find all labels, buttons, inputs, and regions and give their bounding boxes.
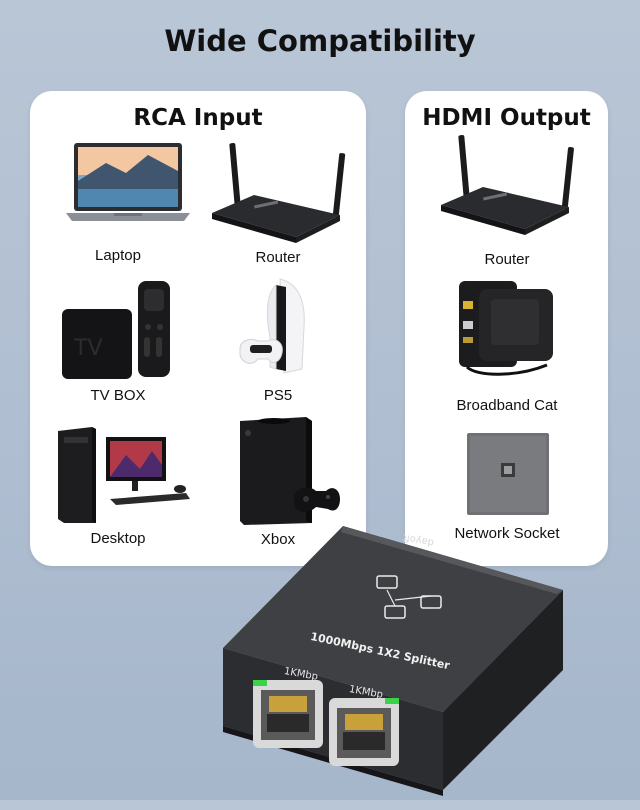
- router-label: Router: [255, 249, 301, 266]
- input-devices-panel: RCA Input Laptop Router TV: [30, 91, 366, 566]
- laptop-label: Laptop: [95, 247, 141, 264]
- tv-box-label: TV BOX: [90, 387, 146, 404]
- page-title: Wide Compatibility: [164, 24, 476, 58]
- ps5-console-icon: [236, 277, 326, 381]
- output-devices-panel: HDMI Output Router Broadband Cat: [405, 91, 608, 566]
- ethernet-splitter-device: [205, 520, 640, 810]
- laptop-icon: [66, 141, 190, 241]
- output-panel-title: HDMI Output: [422, 105, 591, 131]
- router-icon: [437, 133, 577, 237]
- tv-box-icon: TV: [60, 279, 176, 383]
- xbox-console-icon: [236, 415, 340, 527]
- router-icon: [208, 141, 348, 245]
- desktop-computer-icon: [56, 425, 190, 525]
- xbox-label: Xbox: [260, 531, 296, 548]
- input-panel-title: RCA Input: [133, 105, 263, 131]
- network-socket-icon: [467, 433, 549, 515]
- desktop-label: Desktop: [90, 530, 146, 547]
- modem-icon: [457, 277, 557, 381]
- ps5-label: PS5: [263, 387, 293, 404]
- broadband-cat-label: Broadband Cat: [456, 397, 558, 414]
- svg-text:TV: TV: [73, 336, 103, 361]
- network-socket-label: Network Socket: [454, 525, 560, 542]
- router-output-label: Router: [484, 251, 530, 268]
